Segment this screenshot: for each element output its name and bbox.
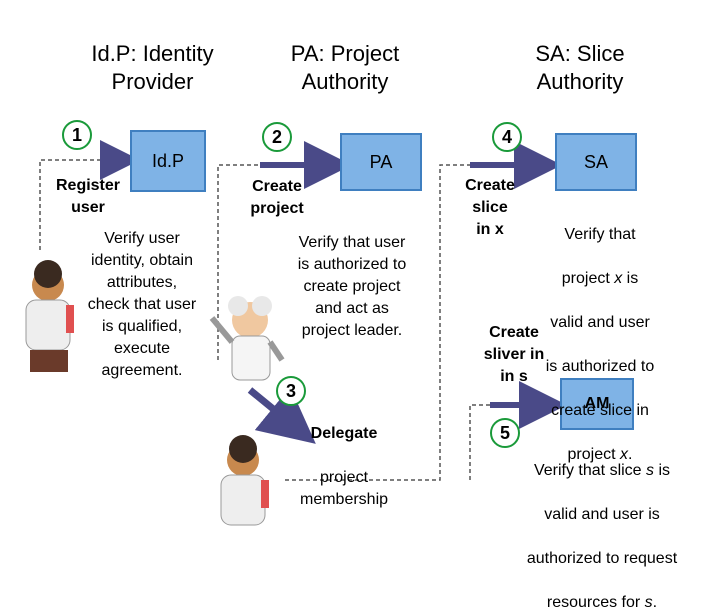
researcher-figure-1: [25, 260, 74, 372]
am-note-line-1b: s: [646, 462, 655, 479]
header-project-authority: PA: Project Authority: [290, 41, 400, 94]
sa-note-line-6c: .: [628, 446, 633, 463]
researcher-figure-2: [220, 435, 269, 526]
step-5-badge: 5: [490, 418, 520, 448]
sa-box: SA: [555, 133, 637, 191]
am-note-line-2: valid and user is: [544, 506, 660, 523]
connector-layer: [25, 140, 567, 526]
step-4-badge: 4: [492, 122, 522, 152]
arrow-create-sliver: [469, 404, 490, 480]
header-identity-provider: Id.P: Identity Provider: [91, 41, 214, 94]
label-delegate: Delegate project membership: [284, 401, 404, 511]
note-pa: Verify that user is authorized to create…: [297, 234, 407, 339]
label-register-user: Register user: [55, 177, 121, 216]
am-note-line-1a: Verify that slice: [533, 462, 647, 479]
label-delegate-main: Delegate: [310, 425, 378, 442]
sa-note-line-2c: is: [622, 270, 639, 287]
note-am: Verify that slice s is valid and user is…: [512, 438, 692, 614]
sa-note-line-1: Verify that: [564, 226, 636, 243]
label-create-slice: Create slice in x: [465, 177, 515, 238]
note-sa: Verify that project x is valid and user …: [530, 202, 670, 466]
am-box: AM: [560, 378, 634, 430]
sa-note-line-4: is authorized to: [545, 358, 655, 375]
label-create-sliver: Create sliver in in s: [483, 324, 545, 385]
label-delegate-rest: project membership: [299, 469, 389, 508]
sa-note-line-2a: project: [561, 270, 615, 287]
label-create-project: Create project: [250, 178, 304, 217]
sa-note-line-6a: project: [567, 446, 620, 463]
sa-note-line-3: valid and user: [550, 314, 650, 331]
am-note-line-4a: resources for: [546, 594, 645, 611]
arrow-create-project: [217, 164, 260, 360]
scientist-figure: [209, 296, 285, 381]
note-idp: Verify user identity, obtain attributes,…: [87, 230, 197, 379]
sa-note-line-6b: x: [620, 446, 628, 463]
idp-box: Id.P: [130, 130, 206, 192]
am-note-line-1c: is: [654, 462, 671, 479]
sa-note-line-5: create slice in: [551, 402, 649, 419]
arrow-create-slice: [285, 164, 470, 481]
am-note-line-3: authorized to request: [526, 550, 678, 567]
step-2-badge: 2: [262, 122, 292, 152]
arrow-delegate: [247, 386, 316, 444]
step-1-badge: 1: [62, 120, 92, 150]
am-note-line-4b: s: [644, 594, 653, 611]
pa-box: PA: [340, 133, 422, 191]
step-3-badge: 3: [276, 376, 306, 406]
sa-note-line-2b: x: [614, 270, 623, 287]
am-note-line-4c: .: [652, 594, 658, 611]
header-slice-authority: SA: Slice Authority: [535, 41, 625, 94]
arrow-register: [39, 159, 118, 250]
